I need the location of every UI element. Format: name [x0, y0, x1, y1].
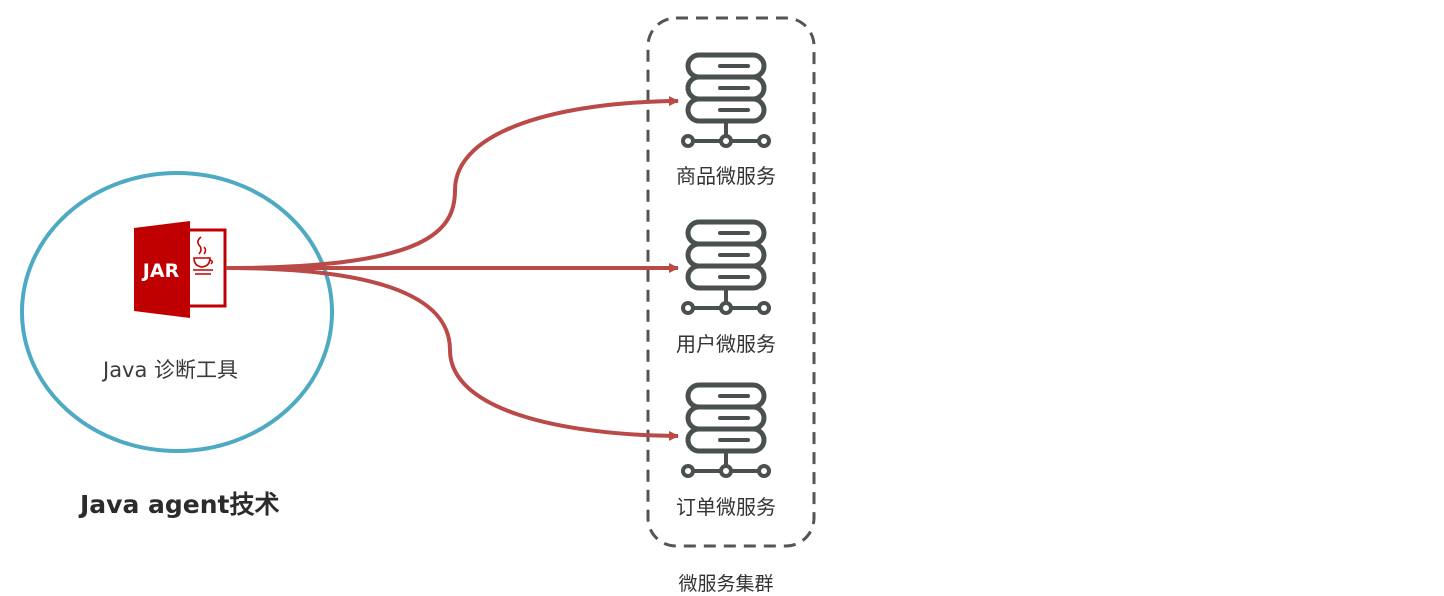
jar-text: JAR — [141, 260, 180, 282]
user-service-label: 用户微服务 — [676, 332, 776, 356]
java-cup-icon — [193, 236, 213, 275]
order-service-server-icon — [683, 385, 769, 476]
microservice-cluster-box — [646, 16, 816, 548]
arrow-to-order-service — [225, 266, 679, 441]
arrow-to-product-service — [225, 96, 679, 270]
product-service-label: 商品微服务 — [676, 164, 776, 188]
tool-circle — [20, 171, 334, 453]
jar-file-icon: JAR — [134, 221, 227, 318]
user-service-server-icon — [683, 222, 769, 313]
cluster-label: 微服务集群 — [678, 573, 774, 595]
product-service-server-icon — [683, 55, 769, 146]
tool-label: Java 诊断工具 — [103, 358, 239, 382]
technique-label: Java agent技术 — [80, 490, 280, 519]
order-service-label: 订单微服务 — [676, 495, 776, 519]
